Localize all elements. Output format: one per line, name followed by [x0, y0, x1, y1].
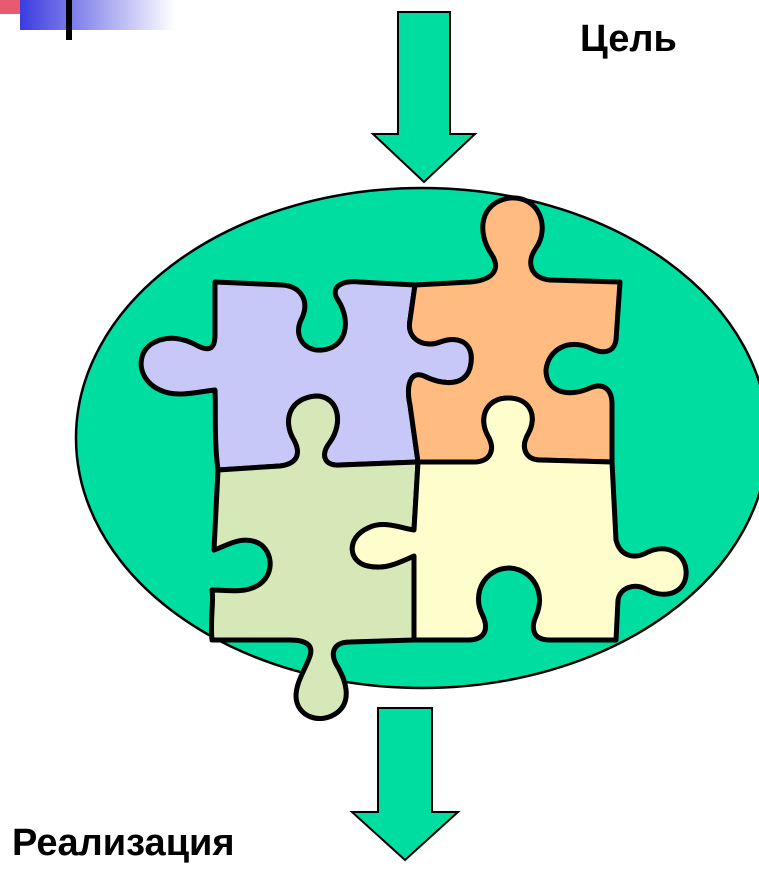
- goal-label: Цель: [580, 18, 677, 61]
- bottom-down-arrow-icon: [352, 708, 458, 860]
- implementation-label: Реализация: [12, 822, 235, 865]
- top-down-arrow-icon: [373, 12, 475, 182]
